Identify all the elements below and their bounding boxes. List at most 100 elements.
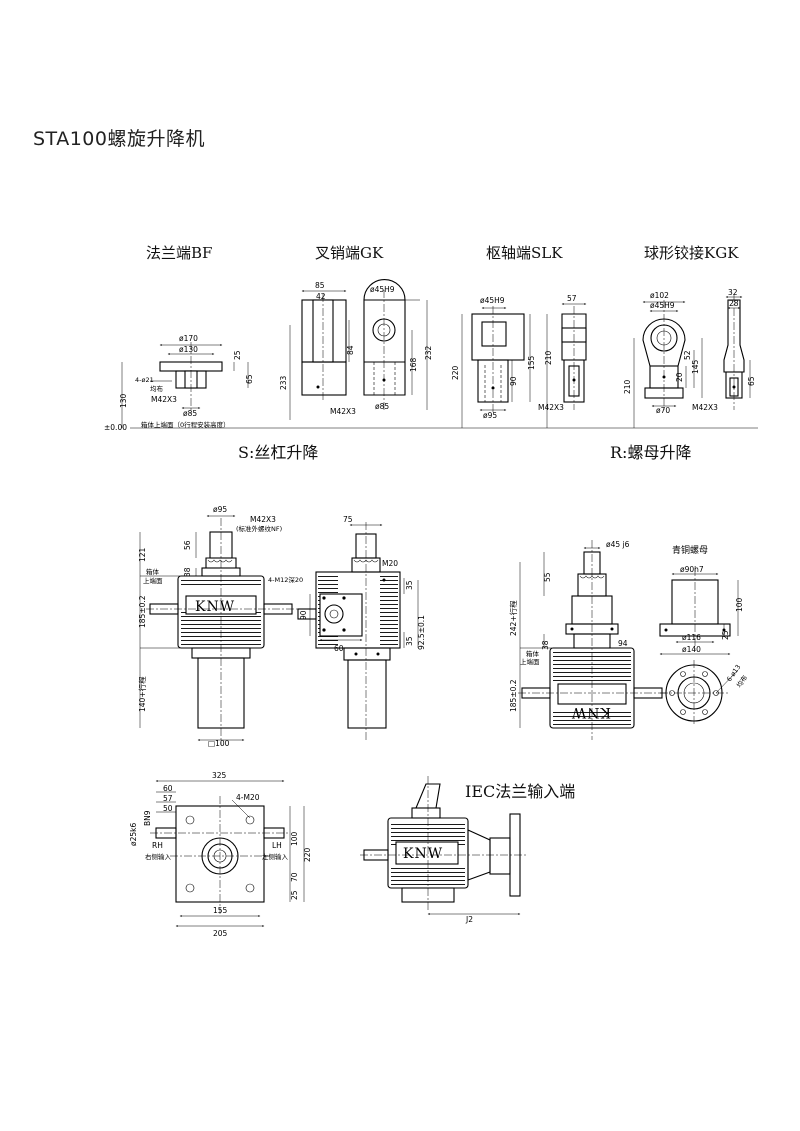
s-dim-121: 121 <box>138 547 147 562</box>
slk-thread: M42X3 <box>538 403 564 412</box>
s-side-dim-92: 92.5±0.1 <box>417 615 426 650</box>
iec-flange-drawing: KNW <box>360 776 528 915</box>
s-side-dim-60: 60 <box>334 644 344 653</box>
bf-thread: M42X3 <box>151 395 177 404</box>
header-kgk: 球形铰接KGK <box>644 244 739 262</box>
slk-dim-210: 210 <box>544 350 553 365</box>
bf-holes: 4-ø21 <box>135 376 154 384</box>
s-dim-185: 185±0.2 <box>138 595 147 628</box>
nut-dim-25: 25 <box>721 630 730 640</box>
gk-dim-233: 233 <box>279 375 288 390</box>
nut-title: 青铜螺母 <box>672 544 708 556</box>
bf-dim-65: 65 <box>245 374 254 384</box>
s-box-top-2: 上端面 <box>143 576 163 585</box>
bf-flange-drawing <box>121 342 249 428</box>
s-front-brand: KNW <box>195 599 235 615</box>
slk-dim-57: 57 <box>567 294 577 303</box>
header-slk: 枢轴端SLK <box>486 244 563 262</box>
r-title: R:螺母升降 <box>610 443 691 462</box>
bf-dim-130: 130 <box>119 393 128 408</box>
r-brand: KNW <box>571 704 611 720</box>
r-dim-94: 94 <box>618 639 628 648</box>
page-title: STA100螺旋升降机 <box>33 128 205 150</box>
bf-dim-d170: ø170 <box>179 334 198 343</box>
s-dim-140: 140+行程 <box>137 676 147 712</box>
gk-thread: M42X3 <box>330 407 356 416</box>
s-thread-note: (标准外螺纹NF) <box>236 524 282 533</box>
top-dim-100: 100 <box>290 831 299 846</box>
kgk-bore: ø45H9 <box>650 301 675 310</box>
datum-zero: ±0.00 <box>104 423 127 432</box>
r-dim-55: 55 <box>543 572 552 582</box>
nut-dim-d90: ø90h7 <box>680 565 704 574</box>
s-thread: M42X3 <box>250 515 276 524</box>
kgk-dim-210: 210 <box>623 379 632 394</box>
top-dim-57: 57 <box>163 794 173 803</box>
slk-dim-90: 90 <box>509 376 518 386</box>
kgk-balljoint-drawing <box>633 294 751 428</box>
bf-holes-note: 均布 <box>150 384 164 393</box>
slk-dim-155: 155 <box>527 355 536 370</box>
top-dim-60: 60 <box>163 784 173 793</box>
r-box-top-2: 上端面 <box>520 657 540 666</box>
top-m20: 4-M20 <box>236 793 260 802</box>
gk-dim-42: 42 <box>316 292 326 301</box>
kgk-dim-65: 65 <box>747 376 756 386</box>
top-shaft: ø25k6 <box>129 823 138 846</box>
top-dim-325: 325 <box>212 771 227 780</box>
bf-dim-d130: ø130 <box>179 345 198 354</box>
header-bf: 法兰端BF <box>146 244 212 262</box>
r-box-top-1: 箱体 <box>526 649 540 658</box>
s-box-top-1: 箱体 <box>146 567 160 576</box>
slk-bore: ø45H9 <box>480 296 505 305</box>
top-dim-50: 50 <box>163 804 173 813</box>
top-dim-155: 155 <box>213 906 228 915</box>
bf-dim-25: 25 <box>233 350 242 360</box>
kgk-dim-20: 20 <box>675 372 684 382</box>
s-side-view <box>297 522 419 740</box>
kgk-dim-52: 52 <box>683 350 692 360</box>
s-side-dim-35a: 35 <box>405 580 414 590</box>
gk-dia85: ø85 <box>375 402 389 411</box>
nut-dim-d140: ø140 <box>682 645 701 654</box>
slk-dia95: ø95 <box>483 411 497 420</box>
r-dim-d45: ø45 j6 <box>606 540 630 549</box>
top-dim-220: 220 <box>303 847 312 862</box>
top-dim-25: 25 <box>290 890 299 900</box>
gk-dim-232: 232 <box>424 345 433 360</box>
top-lh: LH <box>272 841 282 850</box>
nut-dim-d116: ø116 <box>682 633 701 642</box>
s-side-dim-90: 90 <box>299 610 308 620</box>
datum-note: 箱体上端面（0行程安装高度） <box>141 420 230 429</box>
kgk-dim-145: 145 <box>691 359 700 374</box>
kgk-dim-28: 28 <box>729 299 739 308</box>
bf-dim-d85: ø85 <box>183 409 197 418</box>
iec-dim-j2: J2 <box>465 915 473 924</box>
s-front-view: KNW <box>139 515 298 745</box>
top-dim-bn: BN9 <box>143 810 152 826</box>
gk-bore: ø45H9 <box>370 285 395 294</box>
iec-brand: KNW <box>403 846 443 862</box>
top-rh-label: 右侧输入 <box>145 852 172 861</box>
kgk-thread: M42X3 <box>692 403 718 412</box>
top-dim-205: 205 <box>213 929 228 938</box>
gk-dim-84: 84 <box>346 345 355 355</box>
s-side-m20: M20 <box>382 559 398 568</box>
r-dim-38: 38 <box>541 640 550 650</box>
top-lh-label: 左侧输入 <box>262 852 289 861</box>
slk-pivot-drawing <box>461 303 587 428</box>
gk-dim-168: 168 <box>409 357 418 372</box>
bronze-nut-drawing <box>659 568 739 726</box>
top-dim-70: 70 <box>290 872 299 882</box>
s-side-dim-75: 75 <box>343 515 353 524</box>
s-side-m12: 4-M12深20 <box>268 575 303 584</box>
iec-title: IEC法兰输入端 <box>465 782 575 801</box>
header-gk: 叉销端GK <box>315 244 384 262</box>
kgk-dia70: ø70 <box>656 406 670 415</box>
r-dim-242: 242+行程 <box>508 600 518 636</box>
top-view-drawing <box>150 780 305 927</box>
kgk-dim-32: 32 <box>728 288 738 297</box>
gk-clevis-drawing <box>289 278 428 420</box>
s-dim-38: 38 <box>183 567 192 577</box>
